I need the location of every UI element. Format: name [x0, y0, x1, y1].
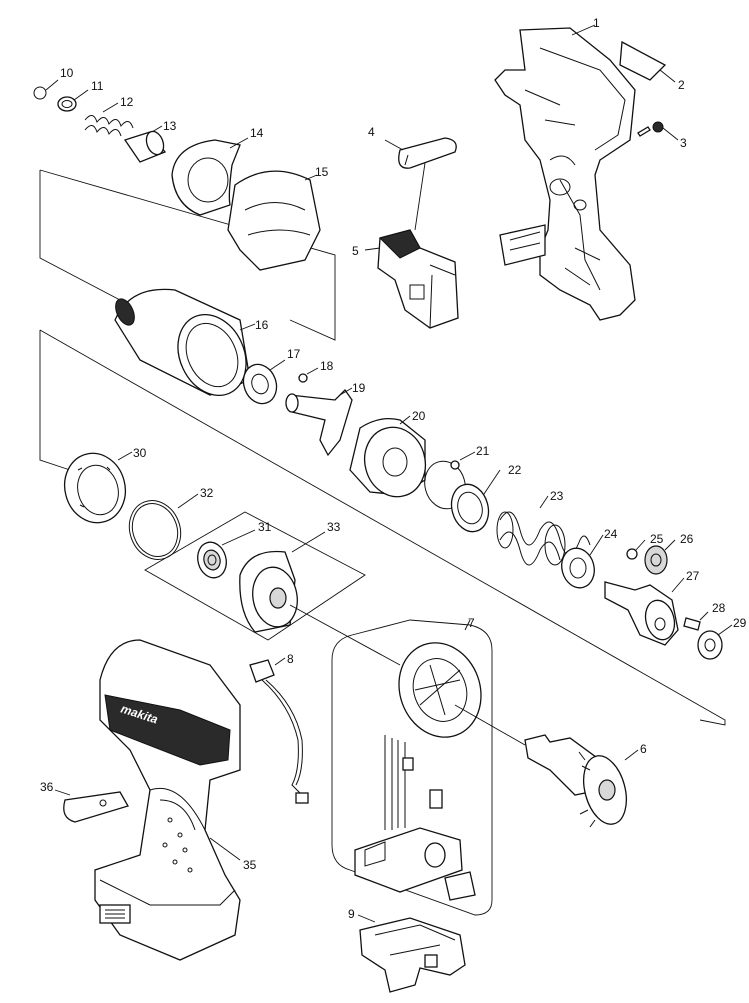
part-1-housing-half	[494, 27, 636, 321]
part-17-flat-washer	[242, 359, 286, 405]
callout-14: 14	[250, 126, 264, 140]
part-31-ball-bearing	[197, 529, 256, 579]
part-30-internal-gear	[63, 451, 133, 524]
part-27-spindle	[604, 577, 685, 646]
callout-9: 9	[348, 907, 355, 921]
callout-27: 27	[686, 569, 700, 583]
part-26-planet-gear	[644, 539, 676, 575]
part-28-pin	[683, 611, 709, 631]
callout-23: 23	[550, 489, 564, 503]
callout-31: 31	[258, 520, 272, 534]
callout-6: 6	[640, 742, 647, 756]
part-5-switch	[377, 229, 459, 329]
part-10-retaining-ring	[33, 79, 59, 100]
callout-labels: 1 2 3 4 5 6 7 8 9 10 11 12 13 14 15 16 1…	[40, 16, 747, 921]
callout-7: 7	[468, 616, 475, 630]
part-23-compression-spring	[496, 495, 591, 566]
part-7-controller	[354, 619, 482, 901]
callout-8: 8	[287, 652, 294, 666]
callout-5: 5	[352, 244, 359, 258]
part-32-o-ring	[128, 493, 199, 560]
callout-4: 4	[368, 125, 375, 139]
callout-1: 1	[593, 16, 600, 30]
part-24-flat-washer	[561, 534, 604, 589]
callout-13: 13	[163, 119, 177, 133]
callout-12: 12	[120, 95, 134, 109]
part-22-flat-washer	[450, 469, 501, 533]
part-13-sleeve	[123, 125, 167, 163]
part-16-hammer-case	[114, 288, 256, 397]
part-4-switch-trigger	[398, 137, 457, 231]
callout-25: 25	[650, 532, 664, 546]
callout-32: 32	[200, 486, 214, 500]
part-35-housing-set: makita	[94, 639, 241, 961]
callout-28: 28	[712, 601, 726, 615]
callout-17: 17	[287, 347, 301, 361]
part-19-anvil	[285, 387, 353, 457]
part-9-terminal	[357, 914, 466, 993]
callout-36: 36	[40, 780, 54, 794]
callout-16: 16	[255, 318, 269, 332]
part-14-bumper	[171, 137, 249, 216]
part-11-washer	[57, 89, 89, 112]
part-25-steel-ball	[626, 539, 646, 560]
callout-10: 10	[60, 66, 74, 80]
part-6-rotor	[454, 704, 639, 828]
callout-3: 3	[680, 136, 687, 150]
part-8-led-lead	[249, 657, 309, 804]
part-15-front-cover	[227, 170, 321, 271]
callout-20: 20	[412, 409, 426, 423]
callout-35: 35	[243, 858, 257, 872]
part-18-steel-ball	[298, 367, 319, 383]
part-12-spring	[84, 102, 134, 137]
part-29-washer	[697, 624, 733, 660]
callout-15: 15	[315, 165, 329, 179]
callout-24: 24	[604, 527, 618, 541]
part-33-gear-housing	[239, 531, 401, 666]
leaders-top-right	[364, 24, 679, 251]
callout-11: 11	[91, 79, 104, 93]
callout-21: 21	[476, 444, 490, 458]
callout-26: 26	[680, 532, 694, 546]
part-20-hammer	[349, 415, 427, 498]
callout-29: 29	[733, 616, 747, 630]
group-lines	[39, 169, 726, 916]
callout-19: 19	[352, 381, 366, 395]
part-3-screw	[637, 121, 664, 137]
part-2-name-plate	[619, 40, 667, 81]
callout-2: 2	[678, 78, 685, 92]
callout-22: 22	[508, 463, 522, 477]
callout-18: 18	[320, 359, 334, 373]
callout-33: 33	[327, 520, 341, 534]
callout-30: 30	[133, 446, 147, 460]
part-36-plate	[54, 789, 129, 823]
